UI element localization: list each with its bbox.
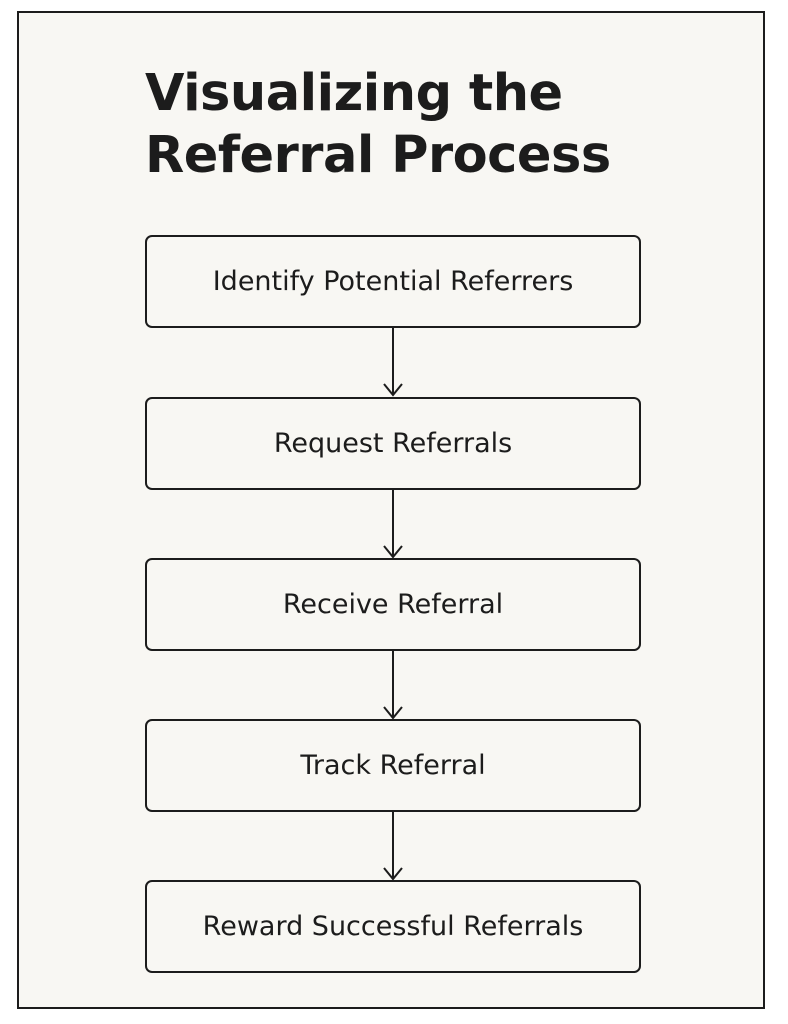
step-reward-successful-referrals: Reward Successful Referrals	[145, 880, 641, 973]
step-label: Request Referrals	[273, 428, 513, 459]
step-receive-referral: Receive Referral	[145, 558, 641, 651]
down-arrow-icon	[383, 328, 403, 397]
step-label: Track Referral	[300, 750, 486, 781]
title-line-2: Referral Process	[145, 126, 611, 185]
step-track-referral: Track Referral	[145, 719, 641, 812]
step-identify-potential-referrers: Identify Potential Referrers	[145, 235, 641, 328]
down-arrow-icon	[383, 812, 403, 881]
down-arrow-icon	[383, 490, 403, 559]
step-label: Reward Successful Referrals	[202, 911, 584, 942]
step-label: Receive Referral	[282, 589, 504, 620]
diagram-card: Visualizing the Referral Process Identif…	[17, 11, 765, 1009]
down-arrow-icon	[383, 651, 403, 720]
diagram-title: Visualizing the Referral Process	[145, 63, 611, 187]
title-line-1: Visualizing the	[145, 64, 563, 123]
step-request-referrals: Request Referrals	[145, 397, 641, 490]
step-label: Identify Potential Referrers	[212, 266, 574, 297]
